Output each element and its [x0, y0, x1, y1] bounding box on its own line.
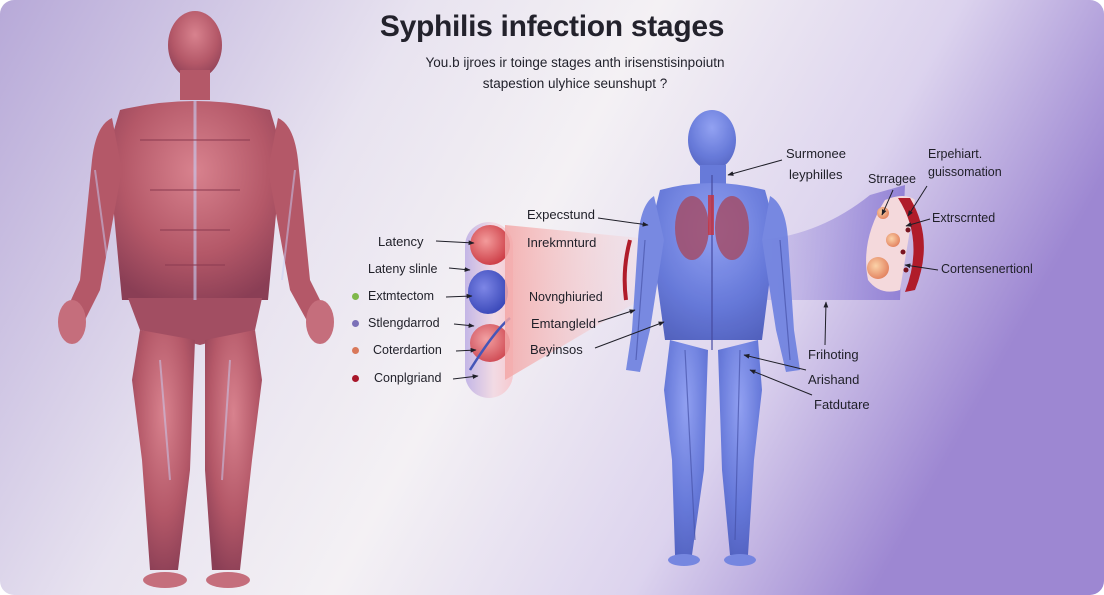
page-title: Syphilis infection stages [379, 10, 725, 43]
label-expecstund: Expecstund [527, 207, 595, 222]
label-emtangleld: Emtangleld [531, 316, 597, 331]
center-arrows [594, 217, 665, 349]
label-cortensenertion: Cortensenertionl [941, 262, 1033, 276]
legend-dot-2 [352, 347, 359, 354]
subtitle-line-2: stapestion ulyhice seunshupt ? [482, 76, 668, 91]
left-arrows [435, 240, 479, 380]
label-leyphilles: leyphilles [789, 167, 843, 182]
lesion-marker [622, 239, 632, 301]
label-guissomation: guissomation [928, 165, 1002, 179]
subtitle-line-1: You.b ijroes ir toinge stages anth irise… [425, 55, 725, 70]
legend-label-3: Conplgriand [374, 371, 442, 385]
label-latency-sub: Lateny slinle [368, 262, 438, 276]
tissue-panel-icon [866, 196, 924, 292]
label-arishand: Arishand [808, 372, 860, 387]
label-strage: Strragee [868, 172, 916, 186]
muscle-figure-icon [58, 11, 334, 588]
label-surmonee: Surmonee [786, 146, 846, 161]
lesion-cross-section-icon [465, 222, 513, 398]
label-beyinsos: Beyinsos [530, 342, 583, 357]
label-novnghiuried: Novnghiuried [529, 290, 603, 304]
legend-label-0: Extmtectom [368, 289, 434, 303]
label-latency: Latency [378, 234, 424, 249]
legend-dot-3 [352, 375, 359, 382]
label-extrscrnted: Extrscrnted [932, 211, 996, 225]
legend-dot-1 [352, 320, 359, 327]
lungs-icon [675, 195, 749, 260]
label-fatdutare: Fatdutare [814, 397, 870, 412]
legend-label-1: Stlengdarrod [368, 316, 440, 330]
right-arrows [727, 159, 939, 396]
label-inrekmnturd: Inrekmnturd [527, 235, 597, 250]
label-frihoting: Frihoting [808, 347, 859, 362]
legend-label-2: Coterdartion [373, 343, 442, 357]
connector-beam-left [505, 225, 640, 380]
legend-dot-0 [352, 293, 359, 300]
label-erpehiart: Erpehiart. [928, 147, 983, 161]
